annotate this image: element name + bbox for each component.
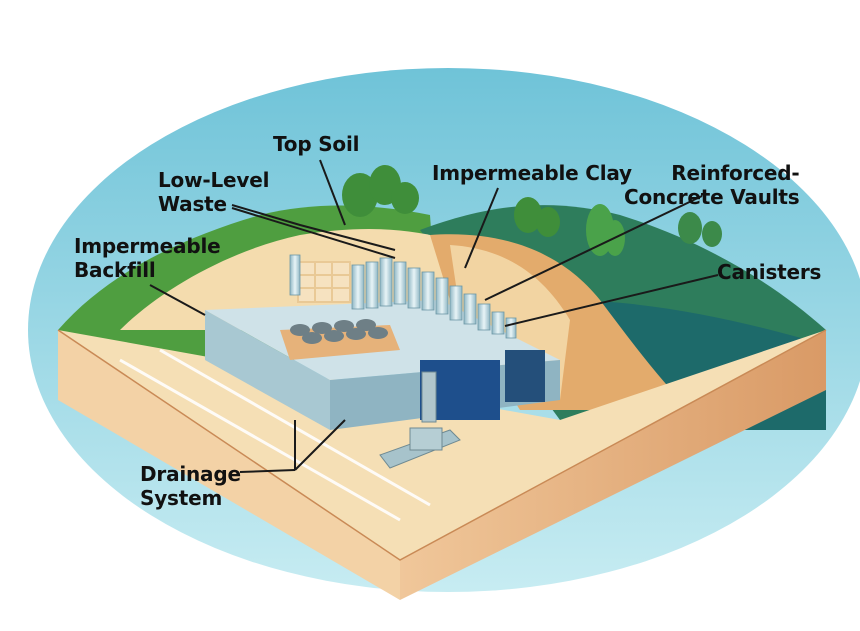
waste-drums [290, 319, 388, 344]
label-top-soil-text: Top Soil [273, 132, 360, 156]
label-backfill-line2: Backfill [74, 258, 156, 282]
label-drainage-line1: Drainage [140, 462, 241, 486]
ground-front-right [400, 330, 826, 600]
canister-stack [289, 254, 517, 339]
drain-box [409, 427, 443, 451]
storage-rack [297, 261, 351, 303]
label-top-soil: Top Soil [273, 132, 359, 156]
label-low-level-waste-line1: Low-Level [158, 168, 270, 192]
label-drainage-system: Drainage System [140, 462, 241, 510]
label-impermeable-clay: Impermeable Clay [432, 161, 632, 185]
label-backfill-line1: Impermeable [74, 234, 221, 258]
trees [342, 165, 722, 256]
label-reinforced-concrete-vaults: Reinforced- Concrete Vaults [624, 161, 800, 209]
label-drainage-line2: System [140, 486, 223, 510]
label-canisters-text: Canisters [717, 260, 822, 284]
ground-front-left [58, 330, 400, 600]
leader-lines [149, 159, 719, 473]
vault-left-wall [205, 310, 330, 430]
label-canisters: Canisters [717, 260, 821, 284]
label-impermeable-backfill: Impermeable Backfill [74, 234, 221, 282]
standpipe [421, 371, 437, 423]
vault-door-2 [505, 350, 545, 402]
label-low-level-waste-line2: Waste [158, 192, 227, 216]
label-vaults-line2: Concrete Vaults [624, 185, 800, 209]
ground-edge [57, 329, 827, 561]
label-impermeable-clay-text: Impermeable Clay [432, 161, 632, 185]
label-vaults-line1: Reinforced- [671, 161, 800, 185]
label-low-level-waste: Low-Level Waste [158, 168, 269, 216]
